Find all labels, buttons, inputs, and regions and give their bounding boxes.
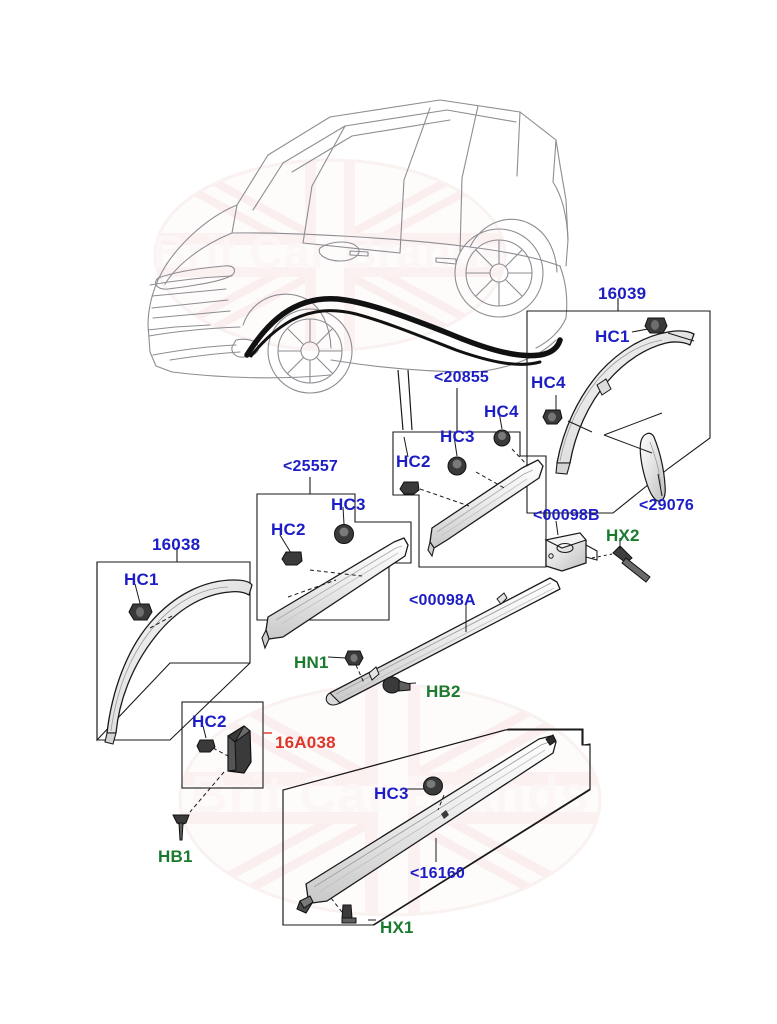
part-00098B-bracket (544, 532, 598, 572)
label-hc1-16038[interactable]: HC1 (124, 570, 159, 589)
label-20855[interactable]: <20855 (434, 369, 490, 386)
fastener-hb1-screw (172, 814, 190, 841)
fastener-hc2-25557 (281, 551, 303, 566)
label-hc2-20855[interactable]: HC2 (396, 452, 431, 471)
label-hb2[interactable]: HB2 (426, 682, 461, 701)
label-hc4-20855[interactable]: HC4 (484, 402, 519, 421)
vehicle-sill-leader (397, 369, 413, 431)
leader-dash-00098A (355, 664, 365, 684)
svg-text:Brit Car Brands: Brit Car Brands (190, 766, 589, 824)
label-16160[interactable]: <16160 (410, 865, 466, 882)
fastener-hc3-16160 (423, 776, 443, 796)
part-16160-sill-finisher (296, 734, 557, 914)
label-00098a[interactable]: <00098A (409, 592, 476, 609)
fastener-hc2-20855 (399, 481, 420, 495)
label-hx2[interactable]: HX2 (606, 526, 640, 545)
label-16038[interactable]: 16038 (152, 535, 201, 554)
fastener-hc1-16039 (644, 317, 668, 334)
fastener-hc4-16039 (542, 409, 563, 425)
label-hc1-16039[interactable]: HC1 (595, 327, 630, 346)
fastener-hb2-bolt (382, 676, 411, 694)
leader-dash-16160 (330, 794, 445, 913)
fastener-hn1-nut (344, 650, 364, 666)
watermark-union-jack-bottom: Brit Car Brands (178, 683, 602, 917)
leader-plain-25557 (279, 506, 345, 554)
part-16039-wheel-arch-moulding (555, 330, 695, 475)
label-16039[interactable]: 16039 (598, 284, 647, 303)
label-hn1[interactable]: HN1 (294, 653, 329, 672)
leader-lines-16039 (555, 328, 695, 497)
leader-lines-25557 (287, 569, 363, 598)
assembly-box-16160 (282, 728, 591, 926)
label-hb1[interactable]: HB1 (158, 847, 193, 866)
assembly-box-16039 (526, 298, 711, 514)
leader-lines-16038 (134, 583, 142, 608)
leader-plain-20855 (403, 411, 503, 458)
leader-lines-00098B (555, 520, 621, 549)
assembly-box-20855 (392, 388, 547, 568)
fastener-hc4-20855 (493, 429, 511, 447)
part-00098A-rail (325, 577, 561, 706)
fastener-hc3-20855 (447, 456, 467, 476)
fastener-hx1-clip (341, 904, 357, 924)
leader-lines-16160 (368, 788, 437, 921)
label-hx1[interactable]: HX1 (380, 918, 414, 937)
part-16038-wheel-arch-moulding (104, 579, 253, 745)
label-hc3-25557[interactable]: HC3 (331, 495, 366, 514)
watermark-union-jack-top: Brit Car Brands (153, 158, 508, 352)
fastener-hc1-16038 (128, 603, 153, 621)
leader-dash-16A038 (189, 747, 231, 813)
fastener-hc3-25557 (334, 524, 354, 544)
part-20855-door-moulding-rear (427, 459, 544, 558)
label-hc3-16160[interactable]: HC3 (374, 784, 409, 803)
part-16A038-mud-flap (227, 725, 252, 774)
svg-text:Brit Car Brands: Brit Car Brands (153, 226, 508, 278)
label-25557[interactable]: <25557 (283, 458, 339, 475)
vehicle-outline (147, 99, 569, 394)
label-hc2-16a038[interactable]: HC2 (192, 712, 227, 731)
part-25557-door-moulding-front (261, 537, 409, 650)
leader-lines-20855 (419, 448, 529, 507)
leader-dash-hx2 (591, 553, 613, 559)
part-29076-trim-insert (639, 432, 666, 502)
leader-lines-16A038 (202, 725, 207, 739)
label-hc2-25557[interactable]: HC2 (271, 520, 306, 539)
label-00098b[interactable]: <00098B (533, 507, 600, 524)
label-29076[interactable]: <29076 (639, 497, 695, 514)
assembly-box-16A038 (181, 701, 272, 789)
fastener-hx2-screw (612, 545, 651, 583)
label-hc4-16039[interactable]: HC4 (531, 373, 566, 392)
label-hc3-20855[interactable]: HC3 (440, 427, 475, 446)
fastener-hc2-16A038 (196, 739, 216, 753)
highlighted-sill-on-vehicle (244, 296, 563, 366)
label-16a038[interactable]: 16A038 (275, 733, 336, 752)
